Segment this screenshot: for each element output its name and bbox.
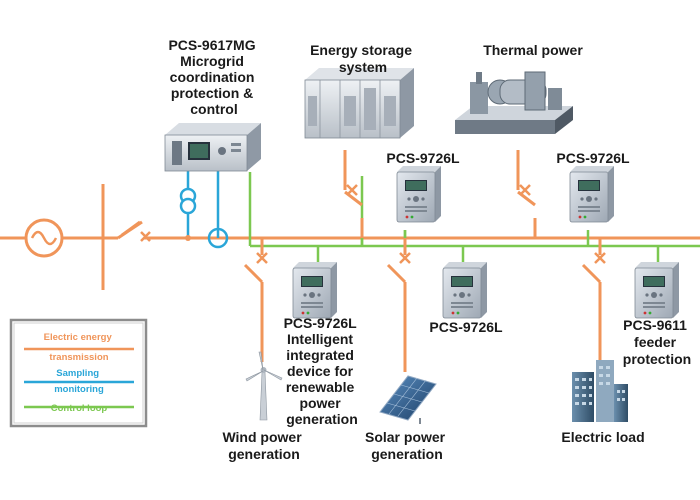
pcs-9726l-wind-label: PCS-9726L Intelligent integrated device … xyxy=(284,315,361,427)
building-icon xyxy=(572,360,628,422)
relay-device-icon-load xyxy=(634,261,680,319)
generator-icon xyxy=(24,218,64,258)
current-transformer-icon xyxy=(207,227,229,249)
relay-device-icon-solar xyxy=(442,261,488,319)
thermal-power-label: Thermal power xyxy=(483,42,583,58)
solar-power-label: Solar power generation xyxy=(365,429,449,462)
energy-storage-label: Energy storage system xyxy=(310,42,416,75)
circuit-breaker-icon xyxy=(256,184,606,264)
pcs-9726l-thermal-label: PCS-9726L xyxy=(556,150,630,166)
relay-device-icon-storage xyxy=(396,165,442,223)
control-loop-lines xyxy=(248,172,700,262)
wind-turbine-icon xyxy=(245,351,283,421)
pcs-9617mg-label: PCS-9617MG Microgrid coordination protec… xyxy=(168,37,259,117)
relay-device-icon-wind xyxy=(292,261,338,319)
legend-sampling-label: Sampling monitoring xyxy=(54,368,104,395)
wind-power-label: Wind power generation xyxy=(222,429,305,462)
main-breaker-icon xyxy=(117,220,151,242)
pcs-9617mg-device-icon xyxy=(164,123,261,172)
pcs-9726l-solar-label: PCS-9726L xyxy=(429,319,503,335)
thermal-plant-icon xyxy=(455,71,573,134)
electric-load-label: Electric load xyxy=(561,429,644,445)
legend-control-label: Control loop xyxy=(51,403,108,414)
pcs-9611-label: PCS-9611 feeder protection xyxy=(623,317,691,367)
legend: Electric energy transmission Sampling mo… xyxy=(9,318,148,428)
relay-device-icon-thermal xyxy=(569,165,615,223)
legend-energy-label: Electric energy transmission xyxy=(44,332,115,363)
voltage-transformer-icon xyxy=(179,187,197,241)
pcs-9726l-storage-label: PCS-9726L xyxy=(386,150,460,166)
solar-panel-icon xyxy=(379,375,437,424)
branch-lines xyxy=(243,150,602,372)
battery-cabinet-icon xyxy=(304,68,414,139)
